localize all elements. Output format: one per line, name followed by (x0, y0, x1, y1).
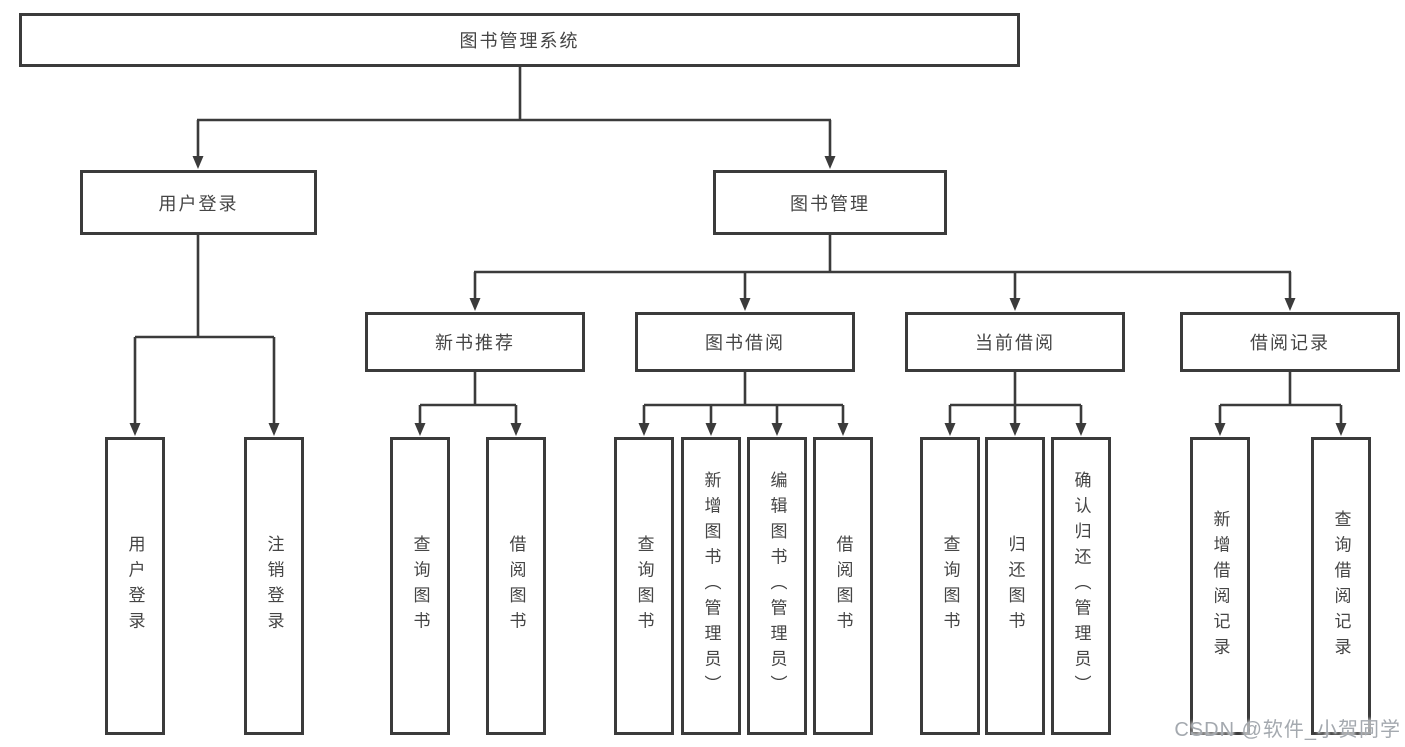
node-book-management: 图书管理 (713, 170, 947, 235)
leaf-edit-books-admin: 编辑图书（管理员） (747, 437, 807, 735)
connector-new-book-recommend-to-leaves (414, 372, 522, 436)
leaf-query-borrow-record: 查询借阅记录 (1311, 437, 1371, 735)
leaf-query-books-recommend: 查询图书 (390, 437, 450, 735)
node-user-login: 用户登录 (80, 170, 317, 235)
node-new-book-recommend-label: 新书推荐 (435, 333, 515, 353)
leaf-borrow-books-recommend: 借阅图书 (486, 437, 546, 735)
node-root-label: 图书管理系统 (459, 31, 580, 51)
leaf-logout-label: 注销登录 (264, 535, 284, 637)
node-borrowing-records-label: 借阅记录 (1250, 333, 1330, 353)
node-current-borrowing-label: 当前借阅 (975, 333, 1055, 353)
connector-book-borrowing-to-leaves (638, 372, 849, 436)
node-root: 图书管理系统 (19, 13, 1020, 67)
leaf-add-borrow-record-label: 新增借阅记录 (1210, 509, 1230, 663)
leaf-logout: 注销登录 (244, 437, 304, 735)
leaf-add-borrow-record: 新增借阅记录 (1190, 437, 1250, 735)
leaf-add-books-admin: 新增图书（管理员） (681, 437, 741, 735)
leaf-user-login-label: 用户登录 (125, 535, 145, 637)
leaf-query-borrow-record-label: 查询借阅记录 (1331, 509, 1351, 663)
leaf-query-books-current-label: 查询图书 (940, 535, 960, 637)
leaf-return-books: 归还图书 (985, 437, 1045, 735)
connector-root-to-level2 (192, 67, 836, 169)
leaf-borrow-books-borrowing-label: 借阅图书 (833, 535, 853, 637)
node-book-borrowing-label: 图书借阅 (705, 333, 785, 353)
node-book-management-label: 图书管理 (790, 193, 870, 214)
connector-borrowing-records-to-leaves (1214, 372, 1347, 436)
node-book-borrowing: 图书借阅 (635, 312, 855, 372)
leaf-add-books-admin-label: 新增图书（管理员） (701, 471, 721, 701)
csdn-watermark: CSDN @软件_小贺同学 (1174, 719, 1401, 741)
node-new-book-recommend: 新书推荐 (365, 312, 585, 372)
node-current-borrowing: 当前借阅 (905, 312, 1125, 372)
leaf-query-books-recommend-label: 查询图书 (410, 535, 430, 637)
leaf-edit-books-admin-label: 编辑图书（管理员） (767, 471, 787, 701)
leaf-borrow-books-recommend-label: 借阅图书 (506, 535, 526, 637)
connector-current-borrowing-to-leaves (944, 372, 1087, 436)
leaf-query-books-borrowing: 查询图书 (614, 437, 674, 735)
leaf-user-login: 用户登录 (105, 437, 165, 735)
leaf-query-books-current: 查询图书 (920, 437, 980, 735)
leaf-borrow-books-borrowing: 借阅图书 (813, 437, 873, 735)
leaf-confirm-return-admin: 确认归还（管理员） (1051, 437, 1111, 735)
leaf-confirm-return-admin-label: 确认归还（管理员） (1071, 471, 1091, 701)
node-user-login-label: 用户登录 (158, 193, 239, 214)
leaf-return-books-label: 归还图书 (1005, 535, 1025, 637)
connector-book-management-to-level3 (469, 235, 1296, 311)
leaf-query-books-borrowing-label: 查询图书 (634, 535, 654, 637)
connector-user-login-to-leaves (129, 235, 280, 436)
node-borrowing-records: 借阅记录 (1180, 312, 1400, 372)
